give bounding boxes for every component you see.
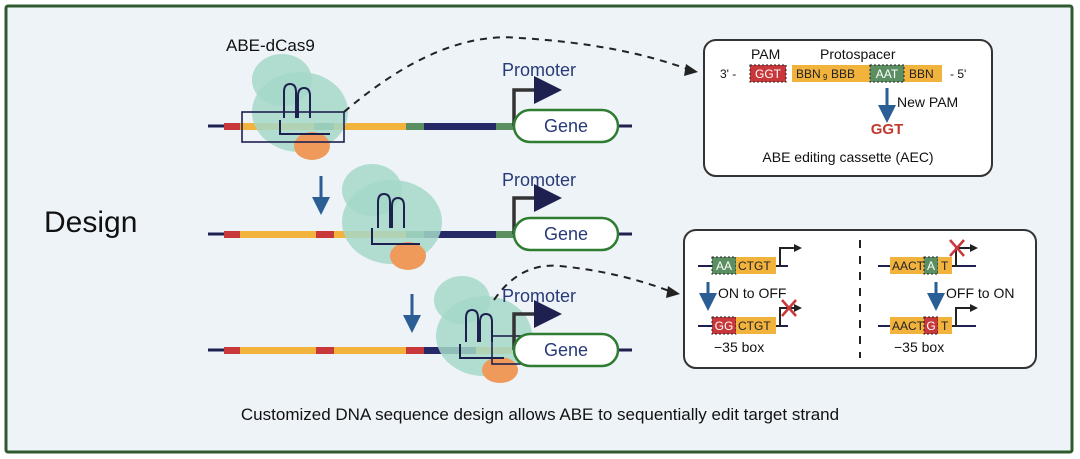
right-after-a: AACT bbox=[892, 319, 925, 333]
gene-label: Gene bbox=[544, 116, 588, 136]
cas9-complex-3 bbox=[434, 276, 532, 383]
promoter-segment bbox=[424, 123, 496, 130]
promoter-label: Promoter bbox=[502, 170, 576, 190]
gene-label: Gene bbox=[544, 224, 588, 244]
blocked-x-icon bbox=[949, 239, 965, 257]
seq-b: BBB bbox=[831, 67, 855, 81]
left-after-a: GG bbox=[715, 319, 734, 333]
left-after-b: CTGT bbox=[738, 319, 771, 333]
gene-box bbox=[512, 216, 620, 252]
pam-segment bbox=[224, 123, 240, 130]
off-to-on-label: OFF to ON bbox=[946, 285, 1014, 301]
aat-seq-box bbox=[869, 64, 905, 83]
promoter-arrow bbox=[512, 300, 562, 350]
left-before-a: AA bbox=[716, 259, 732, 273]
seq-sub: 9 bbox=[823, 73, 828, 82]
enzyme-label: ABE-dCas9 bbox=[226, 36, 315, 55]
caption: Customized DNA sequence design allows AB… bbox=[241, 405, 839, 424]
dashed-leader bbox=[493, 264, 673, 301]
cas9-complex-2 bbox=[342, 164, 442, 270]
leader-arrowhead bbox=[684, 64, 698, 76]
promoter-label: Promoter bbox=[502, 60, 576, 80]
cas9-complex-1 bbox=[241, 54, 348, 160]
spacer-segment bbox=[334, 123, 406, 130]
gene-label: Gene bbox=[544, 340, 588, 360]
design-label: Design bbox=[44, 206, 137, 239]
seq-a: BBN bbox=[796, 67, 821, 81]
blocked-x-icon bbox=[781, 299, 797, 317]
on-to-off-label: ON to OFF bbox=[718, 285, 786, 301]
dashed-leader bbox=[343, 36, 691, 113]
promoter-arrow bbox=[512, 76, 562, 126]
right-after-c: T bbox=[941, 319, 949, 333]
left-box-label: −35 box bbox=[714, 339, 764, 355]
edit-site-segment bbox=[496, 123, 514, 130]
promoter-arrow bbox=[512, 184, 562, 234]
on-to-off-panel: AA CTGT ON to OFF GG CTGT −35 box bbox=[698, 244, 802, 355]
new-pam-label: New PAM bbox=[897, 94, 958, 110]
right-before-a: AACT bbox=[892, 259, 925, 273]
cassette-label: ABE editing cassette (AEC) bbox=[762, 149, 933, 165]
end-3-label: 3' - bbox=[720, 67, 736, 81]
pam-label: PAM bbox=[751, 46, 780, 62]
seq-c: BBN bbox=[909, 67, 934, 81]
new-pam-seq: GGT bbox=[871, 121, 904, 138]
right-box-label: −35 box bbox=[894, 339, 944, 355]
protospacer-box bbox=[792, 65, 942, 82]
right-after-b: G bbox=[926, 319, 935, 333]
right-before-b: A bbox=[927, 259, 935, 273]
end-5-label: - 5' bbox=[950, 67, 966, 81]
leader-arrowhead bbox=[666, 286, 680, 298]
gene-box bbox=[512, 332, 620, 368]
promoter-label: Promoter bbox=[502, 286, 576, 306]
pam-seq: GGT bbox=[755, 67, 782, 81]
left-before-b: CTGT bbox=[738, 259, 771, 273]
seq-aat: AAT bbox=[876, 67, 899, 81]
gene-box bbox=[512, 108, 620, 144]
protospacer-label: Protospacer bbox=[820, 46, 896, 62]
off-to-on-panel: AACT A T OFF to ON AACT G T −35 box bbox=[878, 239, 1014, 355]
edit-site-segment bbox=[406, 123, 424, 130]
right-before-c: T bbox=[941, 259, 949, 273]
pam-seq-box bbox=[749, 64, 787, 83]
